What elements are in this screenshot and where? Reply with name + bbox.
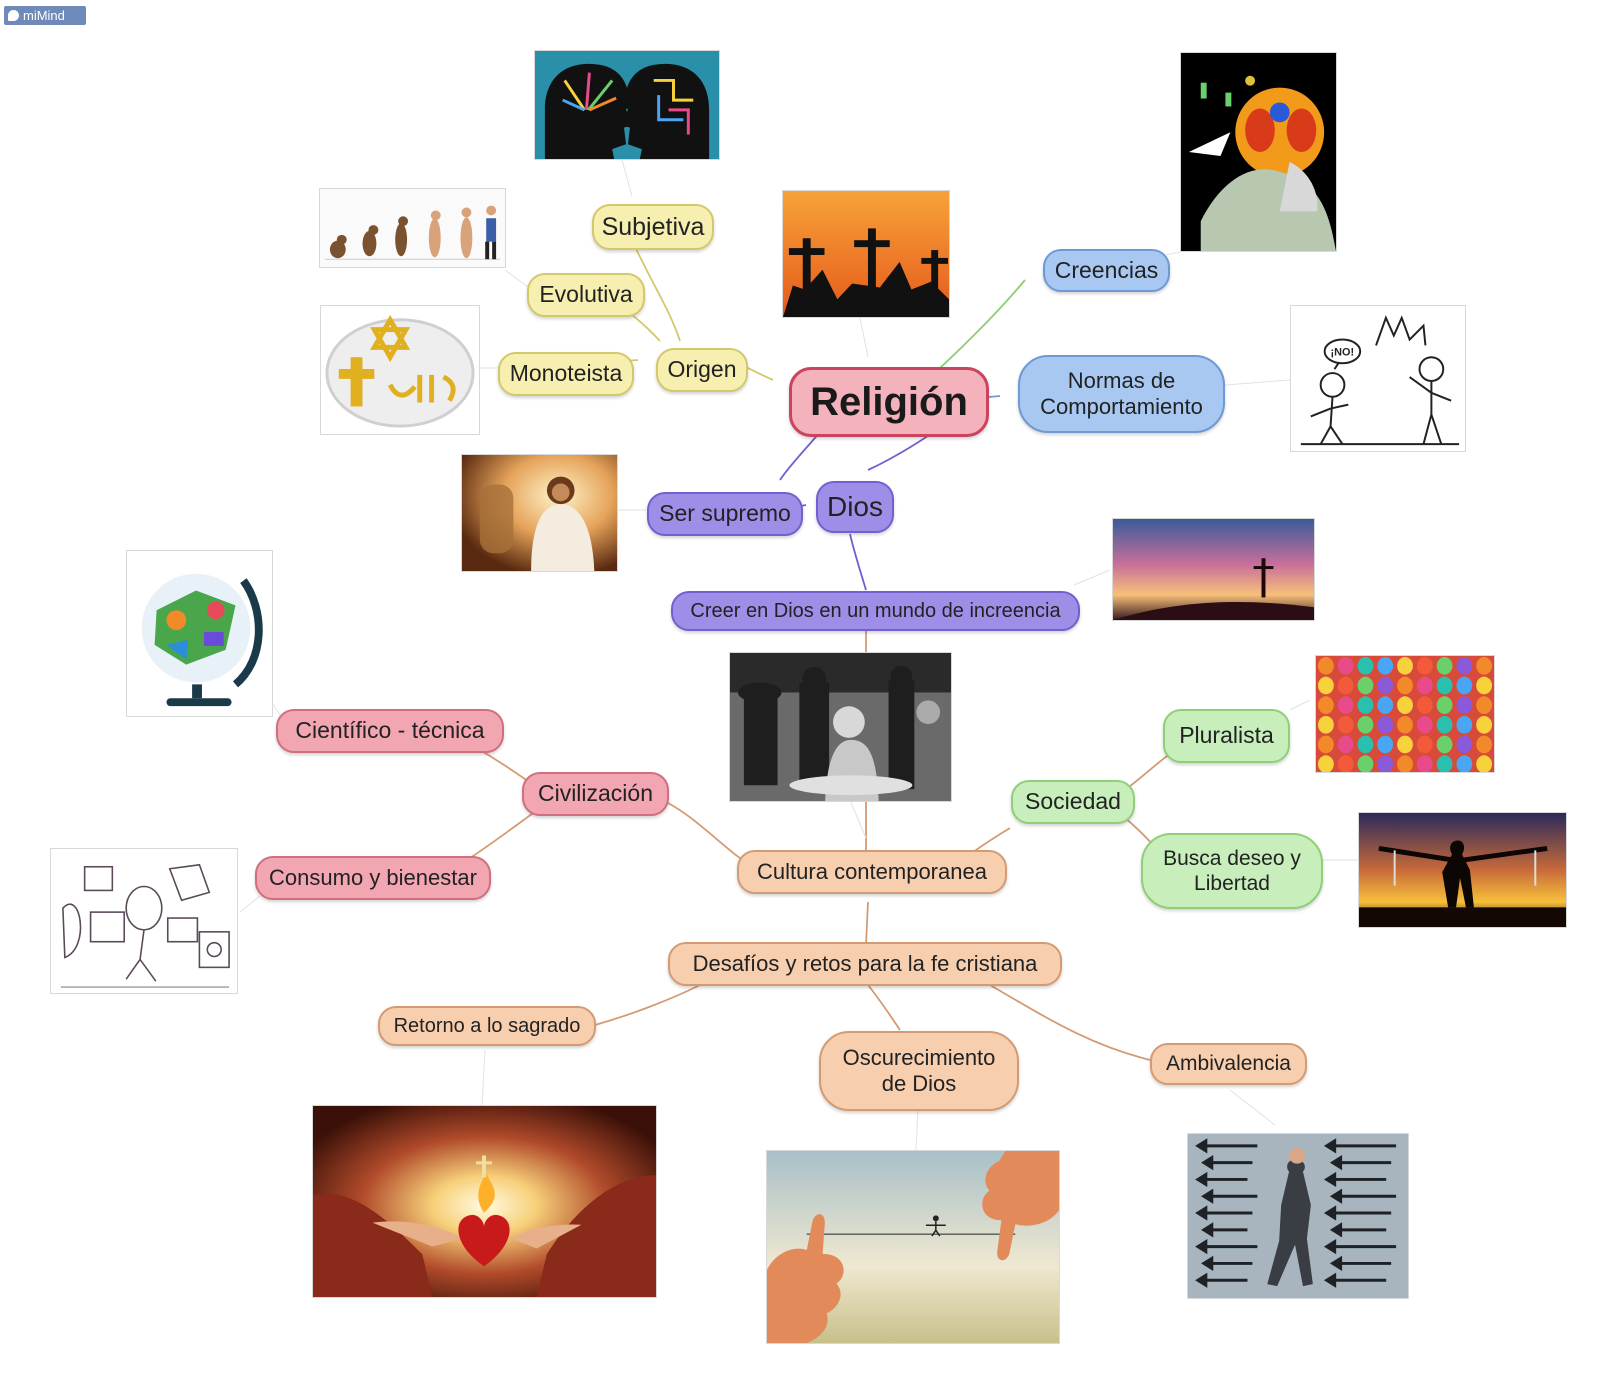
node-sociedad[interactable]: Sociedad xyxy=(1011,780,1135,824)
link-origen-subjetiva xyxy=(631,239,681,342)
node-pluralista[interactable]: Pluralista xyxy=(1163,709,1290,763)
link-root-creencias xyxy=(939,279,1026,369)
node-busca-label-2: Libertad xyxy=(1194,872,1270,895)
consumer-sketch-image xyxy=(50,848,238,994)
node-evolutiva-label: Evolutiva xyxy=(539,281,633,308)
sacred-heart-image xyxy=(312,1105,657,1298)
broken-chains-image xyxy=(1358,812,1567,928)
node-busca-label-1: Busca deseo y xyxy=(1163,846,1301,870)
link-civ-consumo xyxy=(469,807,541,859)
node-civilizacion[interactable]: Civilización xyxy=(522,772,669,816)
link-desafios-oscurecimiento xyxy=(867,984,901,1031)
node-cientifico[interactable]: Científico - técnica xyxy=(276,709,504,753)
hill-cross-image xyxy=(1112,518,1315,621)
node-cientifico-label: Científico - técnica xyxy=(295,717,485,744)
node-ambivalencia[interactable]: Ambivalencia xyxy=(1150,1043,1307,1085)
node-subjetiva-label: Subjetiva xyxy=(601,213,705,241)
node-desafios[interactable]: Desafíos y retos para la fe cristiana xyxy=(668,942,1062,986)
node-religion-label: Religión xyxy=(810,380,968,424)
node-subjetiva[interactable]: Subjetiva xyxy=(592,204,714,250)
node-consumo-label: Consumo y bienestar xyxy=(269,864,477,890)
two-heads-image xyxy=(534,50,720,160)
science-globe-image xyxy=(126,550,273,717)
node-ambivalencia-label: Ambivalencia xyxy=(1166,1052,1291,1076)
link-dios-creer xyxy=(849,533,867,591)
node-dios-label: Dios xyxy=(826,491,883,523)
node-evolutiva[interactable]: Evolutiva xyxy=(527,273,645,317)
node-dios[interactable]: Dios xyxy=(816,481,894,533)
node-sociedad-label: Sociedad xyxy=(1025,788,1121,815)
node-normas-label-1: Normas de xyxy=(1067,367,1176,393)
mimind-logo: miMind xyxy=(4,6,86,25)
believer-symbols-image xyxy=(1180,52,1337,252)
node-consumo[interactable]: Consumo y bienestar xyxy=(255,856,491,900)
node-creer-label: Creer en Dios en un mundo de increencia xyxy=(690,600,1061,622)
link-desafios-ambivalencia xyxy=(989,984,1151,1061)
node-creer[interactable]: Creer en Dios en un mundo de increencia xyxy=(671,591,1080,631)
node-origen[interactable]: Origen xyxy=(656,348,748,392)
evolution-image xyxy=(319,188,506,268)
node-creencias[interactable]: Creencias xyxy=(1043,249,1170,292)
street-crowd-image xyxy=(729,652,952,802)
cartoon-image: ¡NO! xyxy=(1290,305,1466,452)
thumbs-tightrope-image xyxy=(766,1150,1060,1344)
node-busca[interactable]: Busca deseo y Libertad xyxy=(1141,833,1323,909)
node-oscurecimiento[interactable]: Oscurecimiento de Dios xyxy=(819,1031,1019,1111)
link-cultura-desafios xyxy=(865,901,869,946)
node-religion[interactable]: Religión xyxy=(789,367,989,437)
religious-symbols-image xyxy=(320,305,480,435)
node-oscurecimiento-label-2: de Dios xyxy=(881,1071,957,1096)
node-monoteista-label: Monoteista xyxy=(509,360,623,387)
node-desafios-label: Desafíos y retos para la fe cristiana xyxy=(692,950,1038,976)
node-normas[interactable]: Normas de Comportamiento xyxy=(1018,355,1225,433)
link-root-dios-b xyxy=(779,431,821,481)
node-ser-supremo-label: Ser supremo xyxy=(659,500,791,527)
painted-faces-image xyxy=(1315,655,1495,773)
node-oscurecimiento-label-1: Oscurecimiento xyxy=(842,1044,996,1070)
node-cultura[interactable]: Cultura contemporanea xyxy=(737,850,1007,894)
node-origen-label: Origen xyxy=(667,356,737,383)
svg-text:¡NO!: ¡NO! xyxy=(1331,346,1355,358)
node-pluralista-label: Pluralista xyxy=(1179,722,1274,749)
node-monoteista[interactable]: Monoteista xyxy=(498,352,634,396)
jesus-image xyxy=(461,454,618,572)
node-ser-supremo[interactable]: Ser supremo xyxy=(647,492,803,536)
mimind-logo-icon xyxy=(8,10,19,21)
mimind-logo-label: miMind xyxy=(23,8,65,23)
node-civilizacion-label: Civilización xyxy=(537,780,654,807)
node-retorno-label: Retorno a lo sagrado xyxy=(393,1015,581,1037)
node-normas-label-2: Comportamiento xyxy=(1040,394,1203,419)
node-cultura-label: Cultura contemporanea xyxy=(757,858,987,884)
node-creencias-label: Creencias xyxy=(1054,256,1159,283)
link-desafios-retorno xyxy=(594,984,701,1026)
node-retorno[interactable]: Retorno a lo sagrado xyxy=(378,1006,596,1046)
arrows-businessman-image xyxy=(1187,1133,1409,1299)
crosses-sunset-image xyxy=(782,190,950,318)
